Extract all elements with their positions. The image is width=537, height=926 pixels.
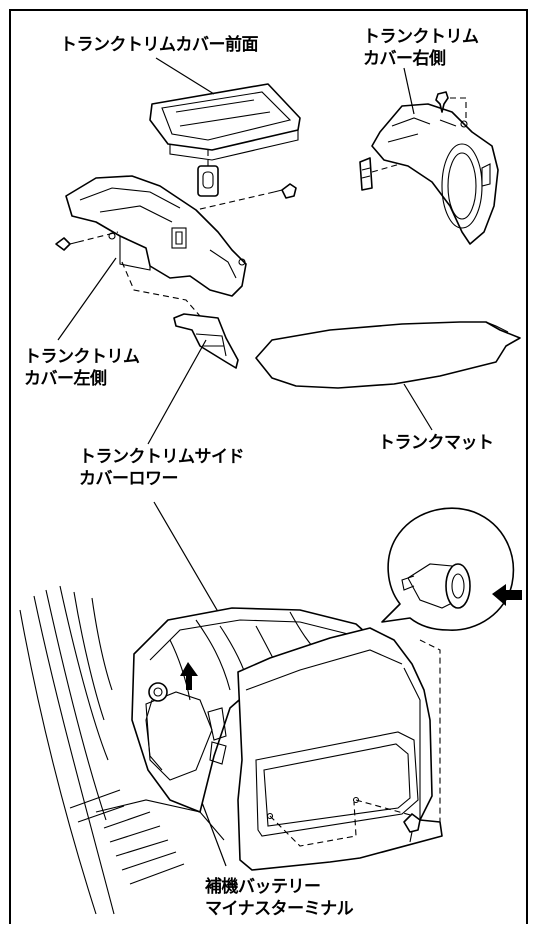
front-cover-part [149, 83, 301, 161]
label-trunk-mat: トランクマット [378, 433, 494, 453]
label-left-cover-line2: カバー左側 [24, 369, 107, 389]
label-front-cover: トランクトリムカバー前面 [60, 35, 259, 55]
label-side-lower-line2: カバーロワー [79, 469, 179, 489]
filled-arrow-icon [492, 584, 522, 606]
label-battery-line2: マイナスターミナル [205, 899, 354, 919]
label-right-cover-line1: トランクトリム [363, 27, 479, 47]
trunk-mat-part [255, 321, 521, 389]
left-cover-screws [55, 183, 297, 251]
label-left-cover-line1: トランクトリム [24, 347, 140, 367]
clip-callout [381, 507, 515, 631]
label-battery-line1: 補機バッテリー [205, 877, 321, 897]
left-cover-part [65, 175, 247, 297]
side-cover-lower-large [237, 627, 443, 871]
front-cover-clip [197, 150, 219, 197]
right-cover-clip [359, 157, 401, 191]
diagram-frame [9, 9, 528, 924]
right-cover-screw [435, 91, 467, 122]
label-right-cover-line2: カバー右側 [363, 49, 446, 69]
up-arrow-icon [180, 662, 198, 690]
label-side-lower-line1: トランクトリムサイド [79, 447, 245, 467]
lower-screw [403, 813, 421, 843]
right-cover-part [371, 103, 499, 245]
